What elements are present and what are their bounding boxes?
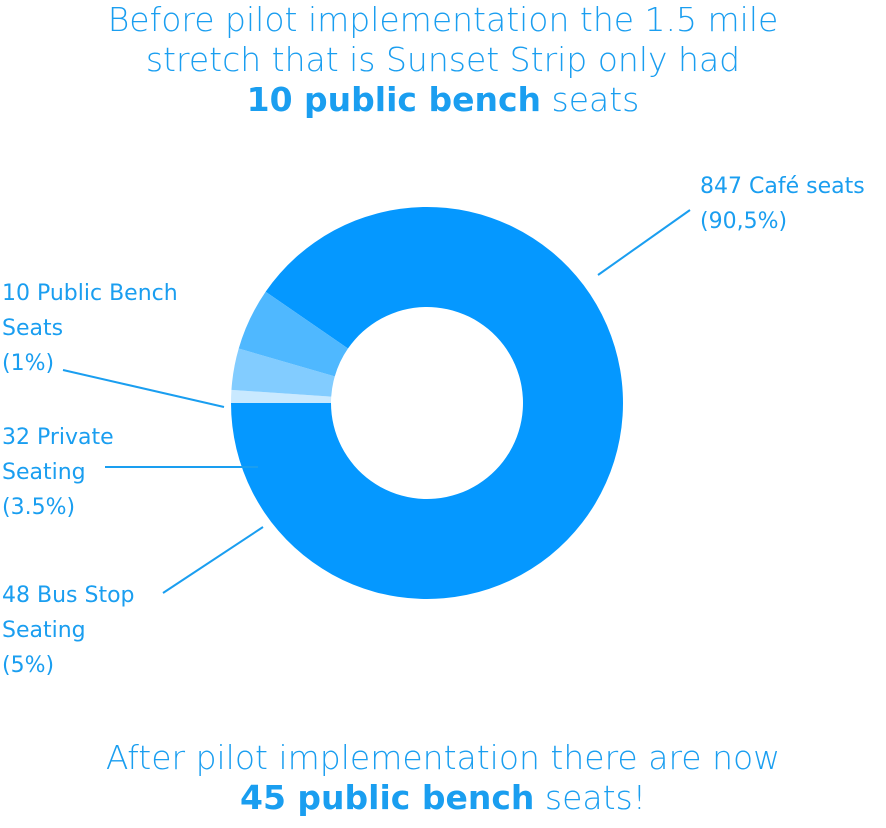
bottom-headline: After pilot implementation there are now…: [0, 738, 886, 818]
headline-line-3: 10 public bench seats: [0, 80, 886, 120]
headline-emphasis: 10 public bench: [246, 80, 542, 119]
footer-line-2-rest: seats!: [534, 778, 646, 817]
headline-line-3-rest: seats: [541, 80, 640, 119]
slice-label-line: 847 Café seats: [700, 174, 865, 199]
headline-line-1: Before pilot implementation the 1.5 mile: [107, 0, 779, 39]
slice-label-line: (5%): [2, 653, 54, 678]
slice-label-line: 32 Private: [2, 425, 114, 450]
donut-slices: [231, 206, 623, 599]
slice-public-bench-seats: [231, 389, 332, 403]
top-headline: Before pilot implementation the 1.5 mile…: [0, 0, 886, 120]
footer-line-1: After pilot implementation there are now: [105, 738, 781, 777]
leader-line-2: [62, 369, 225, 408]
slice-caf-seats: [231, 206, 623, 599]
slice-label-line: (90,5%): [700, 209, 787, 234]
slice-label-line: (3.5%): [2, 495, 75, 520]
slice-label-line: Seating: [2, 460, 86, 485]
leader-line-4: [162, 526, 264, 594]
leader-line-1: [597, 209, 691, 276]
slice-label-line: (1%): [2, 351, 54, 376]
slice-bus-stop-seating: [238, 291, 348, 377]
footer-line-2: 45 public bench seats!: [0, 778, 886, 818]
headline-line-2: stretch that is Sunset Strip only had: [145, 40, 741, 79]
slice-label-1: 847 Café seats (90,5%): [700, 174, 865, 234]
slice-label-line: 48 Bus Stop: [2, 583, 135, 608]
slice-private-seating: [231, 348, 335, 397]
slice-label-line: Seating: [2, 618, 86, 643]
slice-label-line: 10 Public Bench: [2, 281, 178, 306]
leader-lines: [62, 209, 691, 594]
slice-label-line: Seats: [2, 316, 63, 341]
footer-emphasis: 45 public bench: [240, 778, 535, 817]
